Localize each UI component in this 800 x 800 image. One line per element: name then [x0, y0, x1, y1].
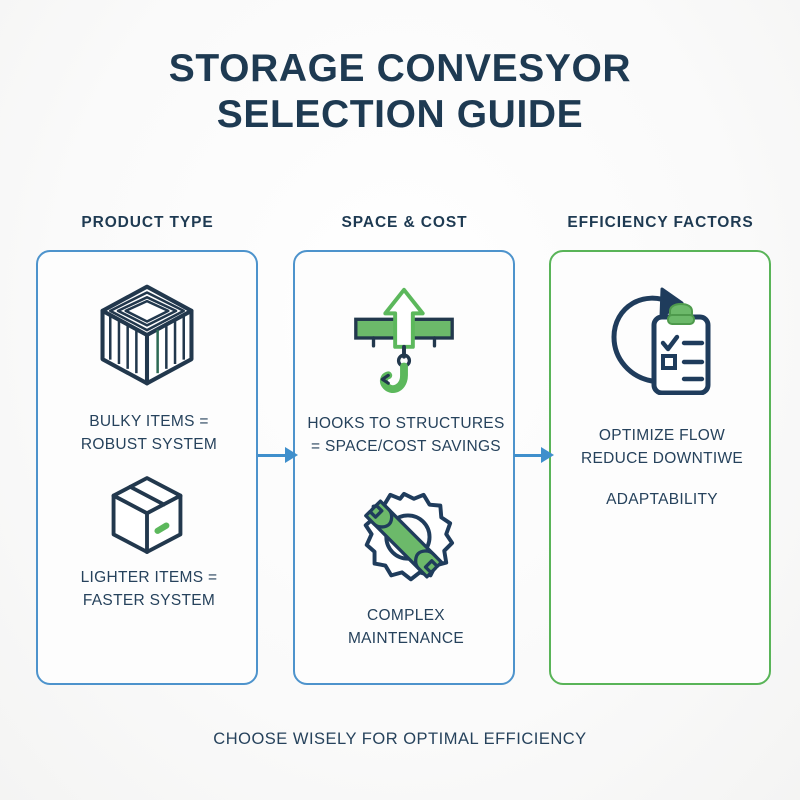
clipboard-refresh-icon	[551, 276, 769, 396]
hook-beam-arrow-icon	[295, 278, 513, 396]
title-line-2: SELECTION GUIDE	[216, 93, 584, 136]
arrow-col2-to-col3	[514, 447, 554, 463]
column-header-space-cost: SPACE & COST	[341, 214, 468, 231]
box-icon	[38, 470, 256, 560]
product-type-item-2-text: LIGHTER ITEMS = FASTER SYSTEM	[29, 566, 269, 612]
item-text-line-2: ROBUST SYSTEM	[80, 436, 218, 453]
efficiency-item-2-text: ADAPTABILITY	[542, 488, 782, 511]
item-text-line-2: = SPACE/COST SAVINGS	[311, 438, 501, 455]
arrow-head-icon	[541, 447, 554, 463]
column-header-efficiency-factors: EFFICIENCY FACTORS	[567, 214, 754, 231]
item-text-line-1: OPTIMIZE FLOW	[598, 427, 726, 444]
arrow-head-icon	[285, 447, 298, 463]
crate-icon	[38, 280, 256, 390]
space-cost-item-2-text: COMPLEX MAINTENANCE	[286, 604, 526, 650]
efficiency-item-1-text: OPTIMIZE FLOW REDUCE DOWNTIWE	[542, 424, 782, 470]
item-text-line-1: LIGHTER ITEMS =	[80, 569, 218, 586]
item-text-line-2: FASTER SYSTEM	[82, 592, 216, 609]
item-text-line-1: ADAPTABILITY	[606, 491, 718, 508]
item-text-line-1: COMPLEX	[367, 607, 445, 624]
space-cost-item-1-text: HOOKS TO STRUCTURES = SPACE/COST SAVINGS	[286, 412, 526, 458]
item-text-line-1: BULKY ITEMS =	[89, 413, 209, 430]
gear-wrench-icon	[295, 484, 513, 596]
item-text-line-1: HOOKS TO STRUCTURES	[307, 415, 505, 432]
arrow-col1-to-col2	[258, 447, 298, 463]
footer-tagline: CHOOSE WISELY FOR OPTIMAL EFFICIENCY	[213, 730, 587, 748]
product-type-item-1-text: BULKY ITEMS = ROBUST SYSTEM	[29, 410, 269, 456]
panel-space-cost: HOOKS TO STRUCTURES = SPACE/COST SAVINGS	[293, 250, 515, 685]
item-text-line-2: REDUCE DOWNTIWE	[580, 450, 744, 467]
panel-product-type: BULKY ITEMS = ROBUST SYSTEM	[36, 250, 258, 685]
column-header-product-type: PRODUCT TYPE	[81, 214, 214, 231]
arrow-line	[258, 453, 285, 457]
title-line-1: STORAGE CONVESYOR	[168, 47, 632, 90]
page-title: STORAGE CONVESYOR SELECTION GUIDE	[0, 46, 800, 138]
panel-efficiency-factors: OPTIMIZE FLOW REDUCE DOWNTIWE ADAPTABILI…	[549, 250, 771, 685]
item-text-line-2: MAINTENANCE	[347, 630, 465, 647]
arrow-line	[514, 453, 541, 457]
